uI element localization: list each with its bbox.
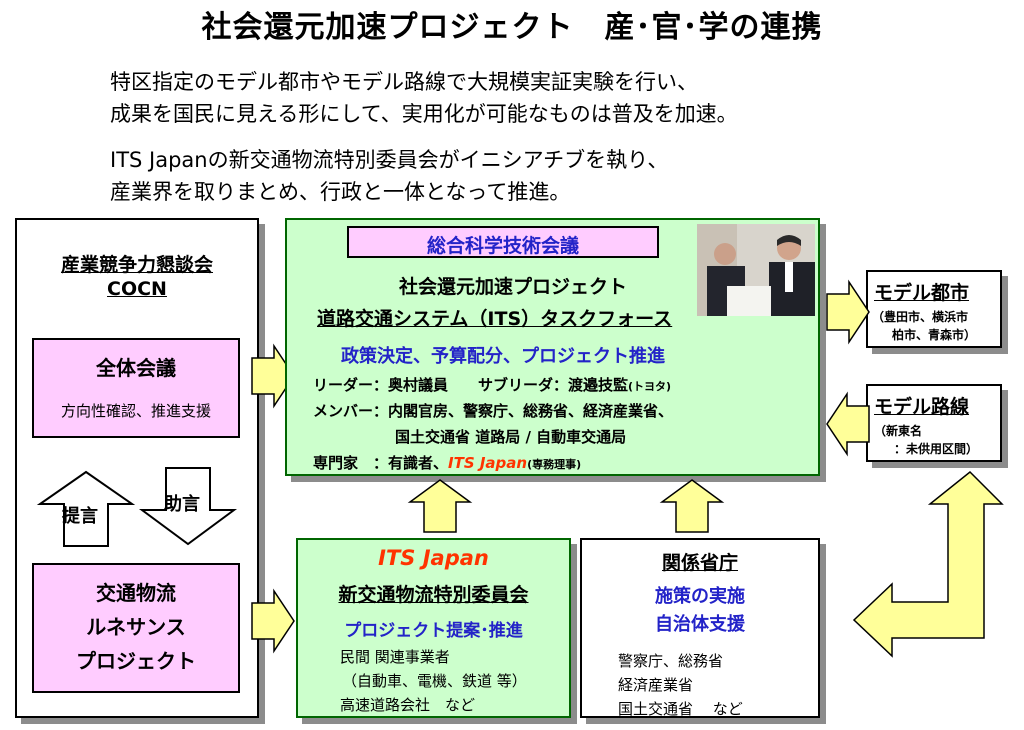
model-to-ministries-arrow xyxy=(852,470,1004,658)
itsjapan-line-1: 民間 関連事業者 xyxy=(340,648,450,666)
council-line-1: 社会還元加速プロジェクト xyxy=(399,276,628,298)
cocn-title: 産業競争力懇談会 xyxy=(60,254,213,276)
advice-down-arrow xyxy=(138,467,238,546)
renaissance-line-1: 交通物流 xyxy=(96,581,176,605)
council-line-2: 道路交通システム（ITS）タスクフォース xyxy=(317,308,673,330)
model-city-desc-1: （豊田市、横浜市 xyxy=(872,310,969,324)
renaissance-line-3: プロジェクト xyxy=(76,649,196,673)
itsjapan-line-3: 高速道路会社 など xyxy=(340,696,476,714)
council-leader: リーダー：奥村議員 サブリーダ：渡邉技監(トヨタ) xyxy=(313,376,672,394)
itsjapan-line-2: （自動車、電機、鉄道 等） xyxy=(342,672,527,690)
ministries-panel: 関係省庁 施策の実施 自治体支援 警察庁、総務省 経済産業省 国土交通省 など xyxy=(580,538,820,718)
council-members-1: メンバー：内閣官房、警察庁、総務省、経済産業省、 xyxy=(313,402,674,420)
proposal-label: 提言 xyxy=(62,506,98,527)
intro-line-1: 特区指定のモデル都市やモデル路線で大規模実証実験を行い、 xyxy=(110,70,698,94)
renaissance-line-2: ルネサンス xyxy=(86,615,186,639)
ministries-title: 関係省庁 xyxy=(661,552,738,574)
council-header: 総合科学技術会議 xyxy=(426,235,579,257)
council-members-2: 国土交通省 道路局 / 自動車交通局 xyxy=(395,428,627,446)
itsjapan-committee: 新交通物流特別委員会 xyxy=(338,584,529,606)
model-city-panel: モデル都市 （豊田市、横浜市 柏市、青森市） xyxy=(866,270,1002,348)
itsjapan-panel: ITS Japan 新交通物流特別委員会 プロジェクト提案･推進 民間 関連事業… xyxy=(296,538,571,718)
plenary-to-council-arrow xyxy=(251,343,295,409)
itsjapan-to-council-arrow xyxy=(407,479,473,533)
council-header-box: 総合科学技術会議 xyxy=(347,226,659,258)
plenary-meeting-desc: 方向性確認、推進支援 xyxy=(60,402,211,420)
council-to-model-city-arrow xyxy=(826,279,870,345)
advice-label: 助言 xyxy=(164,494,200,515)
plenary-meeting-title: 全体会議 xyxy=(96,356,176,380)
ministries-line-1: 施策の実施 xyxy=(655,586,745,607)
plenary-meeting-box: 全体会議 方向性確認、推進支援 xyxy=(32,338,240,438)
renaissance-to-itsjapan-arrow xyxy=(251,588,295,654)
council-panel: 総合科学技術会議 社会還元加速プロジェクト 道路交通システム（ITS）タスクフォ… xyxy=(285,218,820,476)
intro-line-3: ITS Japanの新交通物流特別委員会がイニシアチブを執り、 xyxy=(110,148,669,172)
itsjapan-name: ITS Japan xyxy=(378,546,489,570)
council-experts: 専門家 ：有識者、ITS Japan(専務理事) xyxy=(313,454,582,472)
ministries-line-4: 経済産業省 xyxy=(618,676,694,694)
page-title: 社会還元加速プロジェクト 産･官･学の連携 xyxy=(201,10,823,45)
model-route-panel: モデル路線 （新東名 ：未供用区間） xyxy=(866,384,1002,462)
renaissance-project-box: 交通物流 ルネサンス プロジェクト xyxy=(32,563,240,693)
ministries-line-5: 国土交通省 など xyxy=(618,700,743,718)
council-line-3: 政策決定、予算配分、プロジェクト推進 xyxy=(341,346,665,367)
model-city-desc-2: 柏市、青森市） xyxy=(892,328,977,342)
model-route-desc-2: ：未供用区間） xyxy=(894,442,979,456)
model-route-to-council-arrow xyxy=(826,391,870,457)
ministries-line-3: 警察庁、総務省 xyxy=(618,652,724,670)
model-city-title: モデル都市 xyxy=(874,282,970,304)
model-route-title: モデル路線 xyxy=(874,396,970,418)
model-route-desc-1: （新東名 xyxy=(874,424,923,438)
proposal-up-arrow xyxy=(36,470,136,547)
cocn-name: COCN xyxy=(107,278,167,300)
intro-line-4: 産業界を取りまとめ、行政と一体となって推進。 xyxy=(110,180,571,204)
meeting-photo xyxy=(697,224,815,316)
itsjapan-promote: プロジェクト提案･推進 xyxy=(344,621,523,641)
intro-line-2: 成果を国民に見える形にして、実用化が可能なものは普及を加速。 xyxy=(110,102,738,126)
ministries-to-council-arrow xyxy=(659,479,725,533)
ministries-line-2: 自治体支援 xyxy=(655,614,745,635)
